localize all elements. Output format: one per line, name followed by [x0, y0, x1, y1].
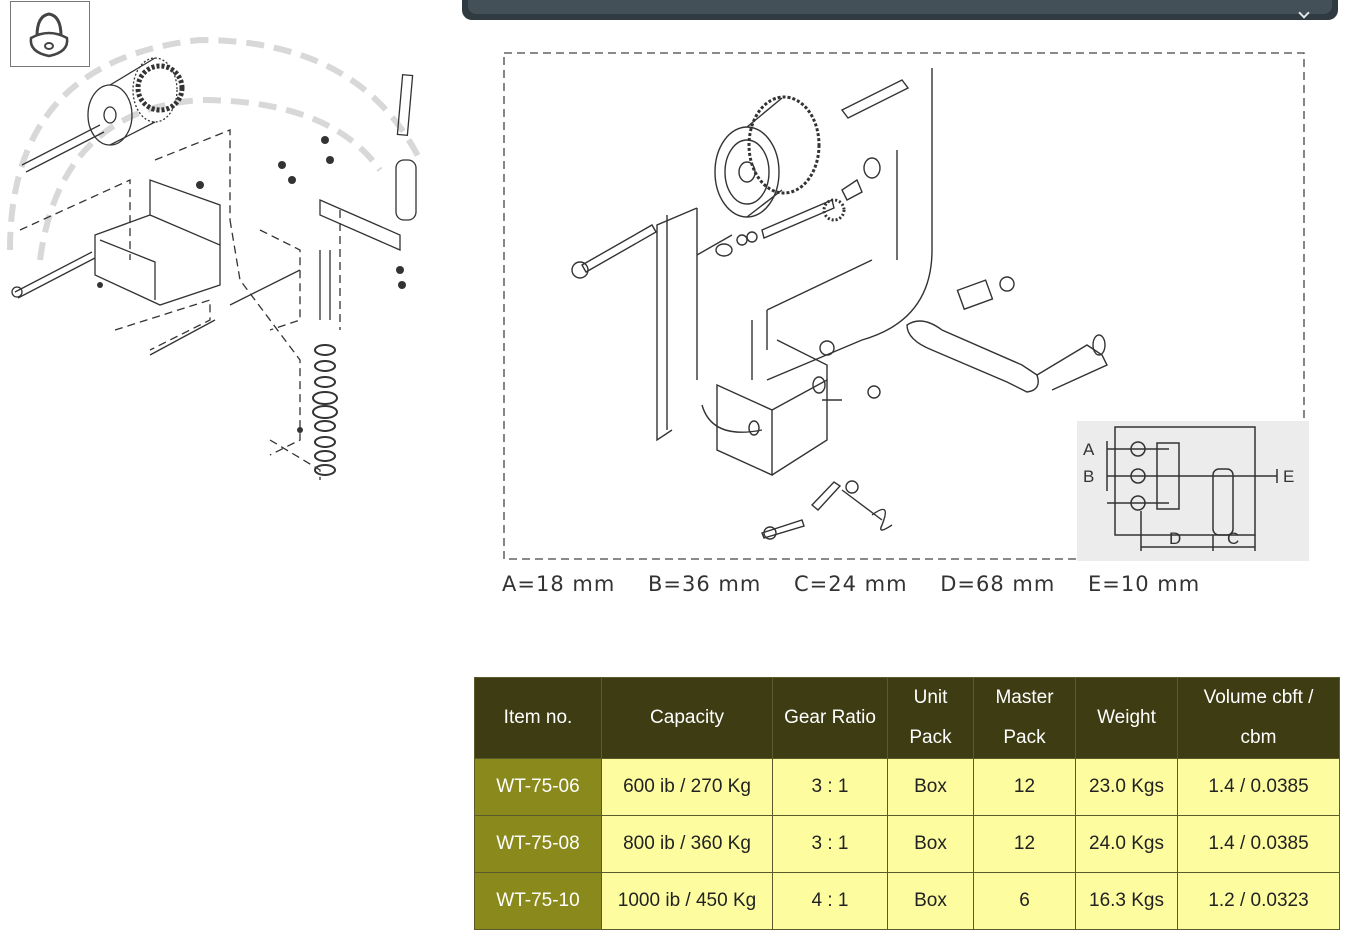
- cell-unit-pack: Box: [887, 815, 974, 873]
- left-exploded-diagram: [7, 36, 423, 480]
- header-volume-line1: Volume cbft /: [1203, 687, 1314, 708]
- inset-label-a: A: [1083, 440, 1095, 459]
- cell-volume: 1.4 / 0.0385: [1177, 758, 1340, 816]
- cell-master-pack: 12: [973, 815, 1076, 873]
- header-unit-line1: Unit: [913, 687, 948, 708]
- cell-volume: 1.4 / 0.0385: [1177, 815, 1340, 873]
- cell-gear-ratio: 3 : 1: [772, 758, 888, 816]
- cell-capacity: 600 ib / 270 Kg: [601, 758, 773, 816]
- header-weight: Weight: [1075, 677, 1178, 759]
- dimension-b: B=36 mm: [647, 572, 762, 596]
- dimension-specs: A=18 mm B=36 mm C=24 mm D=68 mm E=10 mm: [502, 572, 1322, 596]
- dimension-a: A=18 mm: [502, 572, 616, 596]
- table-row: WT-75-10 1000 ib / 450 Kg 4 : 1 Box 6 16…: [474, 872, 1340, 930]
- main-exploded-diagram: [503, 52, 1305, 560]
- cell-capacity: 1000 ib / 450 Kg: [601, 872, 773, 930]
- cell-unit-pack: Box: [887, 758, 974, 816]
- cell-capacity: 800 ib / 360 Kg: [601, 815, 773, 873]
- strap-ring-icon: [29, 12, 69, 58]
- dimension-inset: A B E D C: [1077, 421, 1309, 561]
- header-master-line2: Pack: [1003, 727, 1046, 748]
- dimension-c: C=24 mm: [793, 572, 908, 596]
- cell-gear-ratio: 3 : 1: [772, 815, 888, 873]
- header-volume: Volume cbft / cbm: [1177, 677, 1340, 759]
- cell-unit-pack: Box: [887, 872, 974, 930]
- thumbnail-image[interactable]: [10, 1, 90, 67]
- dimension-e: E=10 mm: [1088, 572, 1201, 596]
- header-item: Item no.: [474, 677, 602, 759]
- top-toolbar: [462, 0, 1338, 20]
- cell-volume: 1.2 / 0.0323: [1177, 872, 1340, 930]
- dimension-d: D=68 mm: [940, 572, 1056, 596]
- header-gear-ratio: Gear Ratio: [772, 677, 888, 759]
- inset-label-b: B: [1083, 467, 1095, 486]
- header-volume-line2: cbm: [1240, 727, 1277, 748]
- cell-master-pack: 12: [973, 758, 1076, 816]
- cell-item: WT-75-06: [474, 758, 602, 816]
- inset-label-d: D: [1169, 529, 1182, 548]
- inset-label-e: E: [1283, 467, 1295, 486]
- cell-weight: 23.0 Kgs: [1075, 758, 1178, 816]
- cell-item: WT-75-10: [474, 872, 602, 930]
- header-unit-line2: Pack: [909, 727, 952, 748]
- cell-weight: 24.0 Kgs: [1075, 815, 1178, 873]
- inset-label-c: C: [1227, 529, 1240, 548]
- table-row: WT-75-06 600 ib / 270 Kg 3 : 1 Box 12 23…: [474, 758, 1340, 816]
- table-row: WT-75-08 800 ib / 360 Kg 3 : 1 Box 12 24…: [474, 815, 1340, 873]
- cell-gear-ratio: 4 : 1: [772, 872, 888, 930]
- header-master-line1: Master: [995, 687, 1054, 708]
- header-capacity: Capacity: [601, 677, 773, 759]
- cell-item: WT-75-08: [474, 815, 602, 873]
- cell-master-pack: 6: [973, 872, 1076, 930]
- cell-weight: 16.3 Kgs: [1075, 872, 1178, 930]
